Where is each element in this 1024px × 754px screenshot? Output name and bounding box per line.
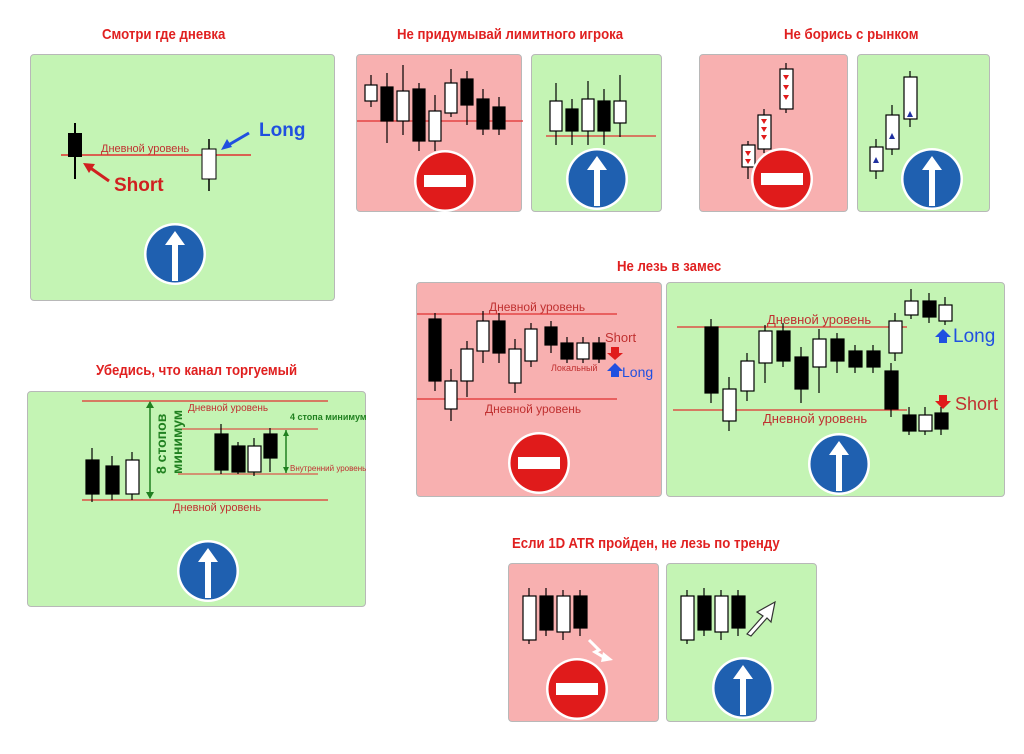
daily-level-top-label: Дневной уровень [188, 403, 268, 414]
stops8-line2: минимум [169, 410, 185, 474]
short-label: Short [955, 394, 998, 414]
go-sign-icon [566, 148, 628, 210]
title-atr-passed: Если 1D ATR пройден, не лезь по тренду [512, 535, 780, 552]
short-arrow-icon [935, 395, 951, 409]
down-arrows [745, 75, 789, 164]
panel-atr-green [666, 563, 817, 722]
wavy-arrow-icon [587, 638, 606, 660]
go-sign-icon [901, 148, 963, 210]
panel-daily-level: Дневной уровень Long Short [30, 54, 335, 301]
panel-channel-chart: Дневной уровень Дневной уровень 8 стопов… [82, 400, 367, 602]
up-right-arrow-icon [746, 600, 776, 637]
panel-fight-red-chart [741, 63, 813, 210]
go-sign-icon [177, 540, 239, 602]
long-label: Long [953, 326, 995, 347]
stops4-label: 4 стопа минимум [290, 412, 367, 422]
stop-sign-icon [414, 150, 476, 212]
candle [201, 148, 217, 180]
long-label: Long [259, 120, 305, 141]
panel-atr-red-chart [522, 588, 613, 720]
short-label: Short [605, 330, 636, 345]
go-sign-icon [808, 433, 870, 495]
panel-limit-green [531, 54, 662, 212]
stop-sign-icon [546, 658, 608, 720]
daily-level-bottom-label: Дневной уровень [763, 411, 867, 426]
panel-atr-green-chart [680, 588, 776, 719]
panel-limit-red [356, 54, 523, 212]
panel-mess-red-chart: Дневной уровень Дневной уровень Short Ло… [417, 300, 653, 494]
long-arrow-icon [607, 363, 623, 377]
panel-daily-level-chart: Дневной уровень Long Short [61, 120, 305, 285]
panel-limit-red-chart [357, 65, 523, 212]
title-daily: Смотри где дневка [102, 26, 226, 43]
panel-fight-green-chart [869, 71, 963, 210]
stop-sign-icon [508, 432, 570, 494]
long-label: Long [622, 364, 653, 380]
panel-mess-green: Дневной уровень Дневной уровень Long Sho… [666, 282, 1005, 497]
up-arrows [873, 111, 913, 163]
panel-channel: Дневной уровень Дневной уровень 8 стопов… [27, 391, 367, 607]
long-arrow-icon [935, 329, 951, 343]
stop-sign-icon [751, 148, 813, 210]
title-limit-player: Не придумывай лимитного игрока [397, 26, 624, 43]
daily-level-top-label: Дневной уровень [489, 300, 585, 314]
panel-limit-green-chart [546, 75, 656, 210]
daily-level-bottom-label: Дневной уровень [173, 502, 261, 514]
inner-level-label: Внутренний уровень [290, 464, 366, 473]
daily-level-bottom-label: Дневной уровень [485, 402, 581, 416]
go-sign-icon [712, 657, 774, 719]
panel-mess-green-chart: Дневной уровень Дневной уровень Long Sho… [673, 289, 998, 495]
panel-atr-red [508, 563, 659, 722]
candle [68, 133, 82, 157]
daily-level-label: Дневной уровень [101, 143, 189, 155]
daily-level-top-label: Дневной уровень [767, 312, 871, 327]
title-dont-fight-market: Не борись с рынком [784, 26, 919, 43]
arrow-to-short [88, 165, 110, 183]
stops8-line1: 8 стопов [153, 413, 169, 474]
panel-mess-red: Дневной уровень Дневной уровень Short Ло… [416, 282, 662, 497]
title-dont-enter-mess: Не лезь в замес [617, 258, 722, 275]
title-channel-tradeable: Убедись, что канал торгуемый [96, 362, 298, 379]
panel-fight-green [857, 54, 990, 212]
short-label: Short [114, 175, 164, 196]
go-sign-icon [144, 223, 206, 285]
local-level-label: Локальный [551, 363, 597, 373]
panel-fight-red [699, 54, 848, 212]
short-arrow-icon [607, 347, 623, 360]
